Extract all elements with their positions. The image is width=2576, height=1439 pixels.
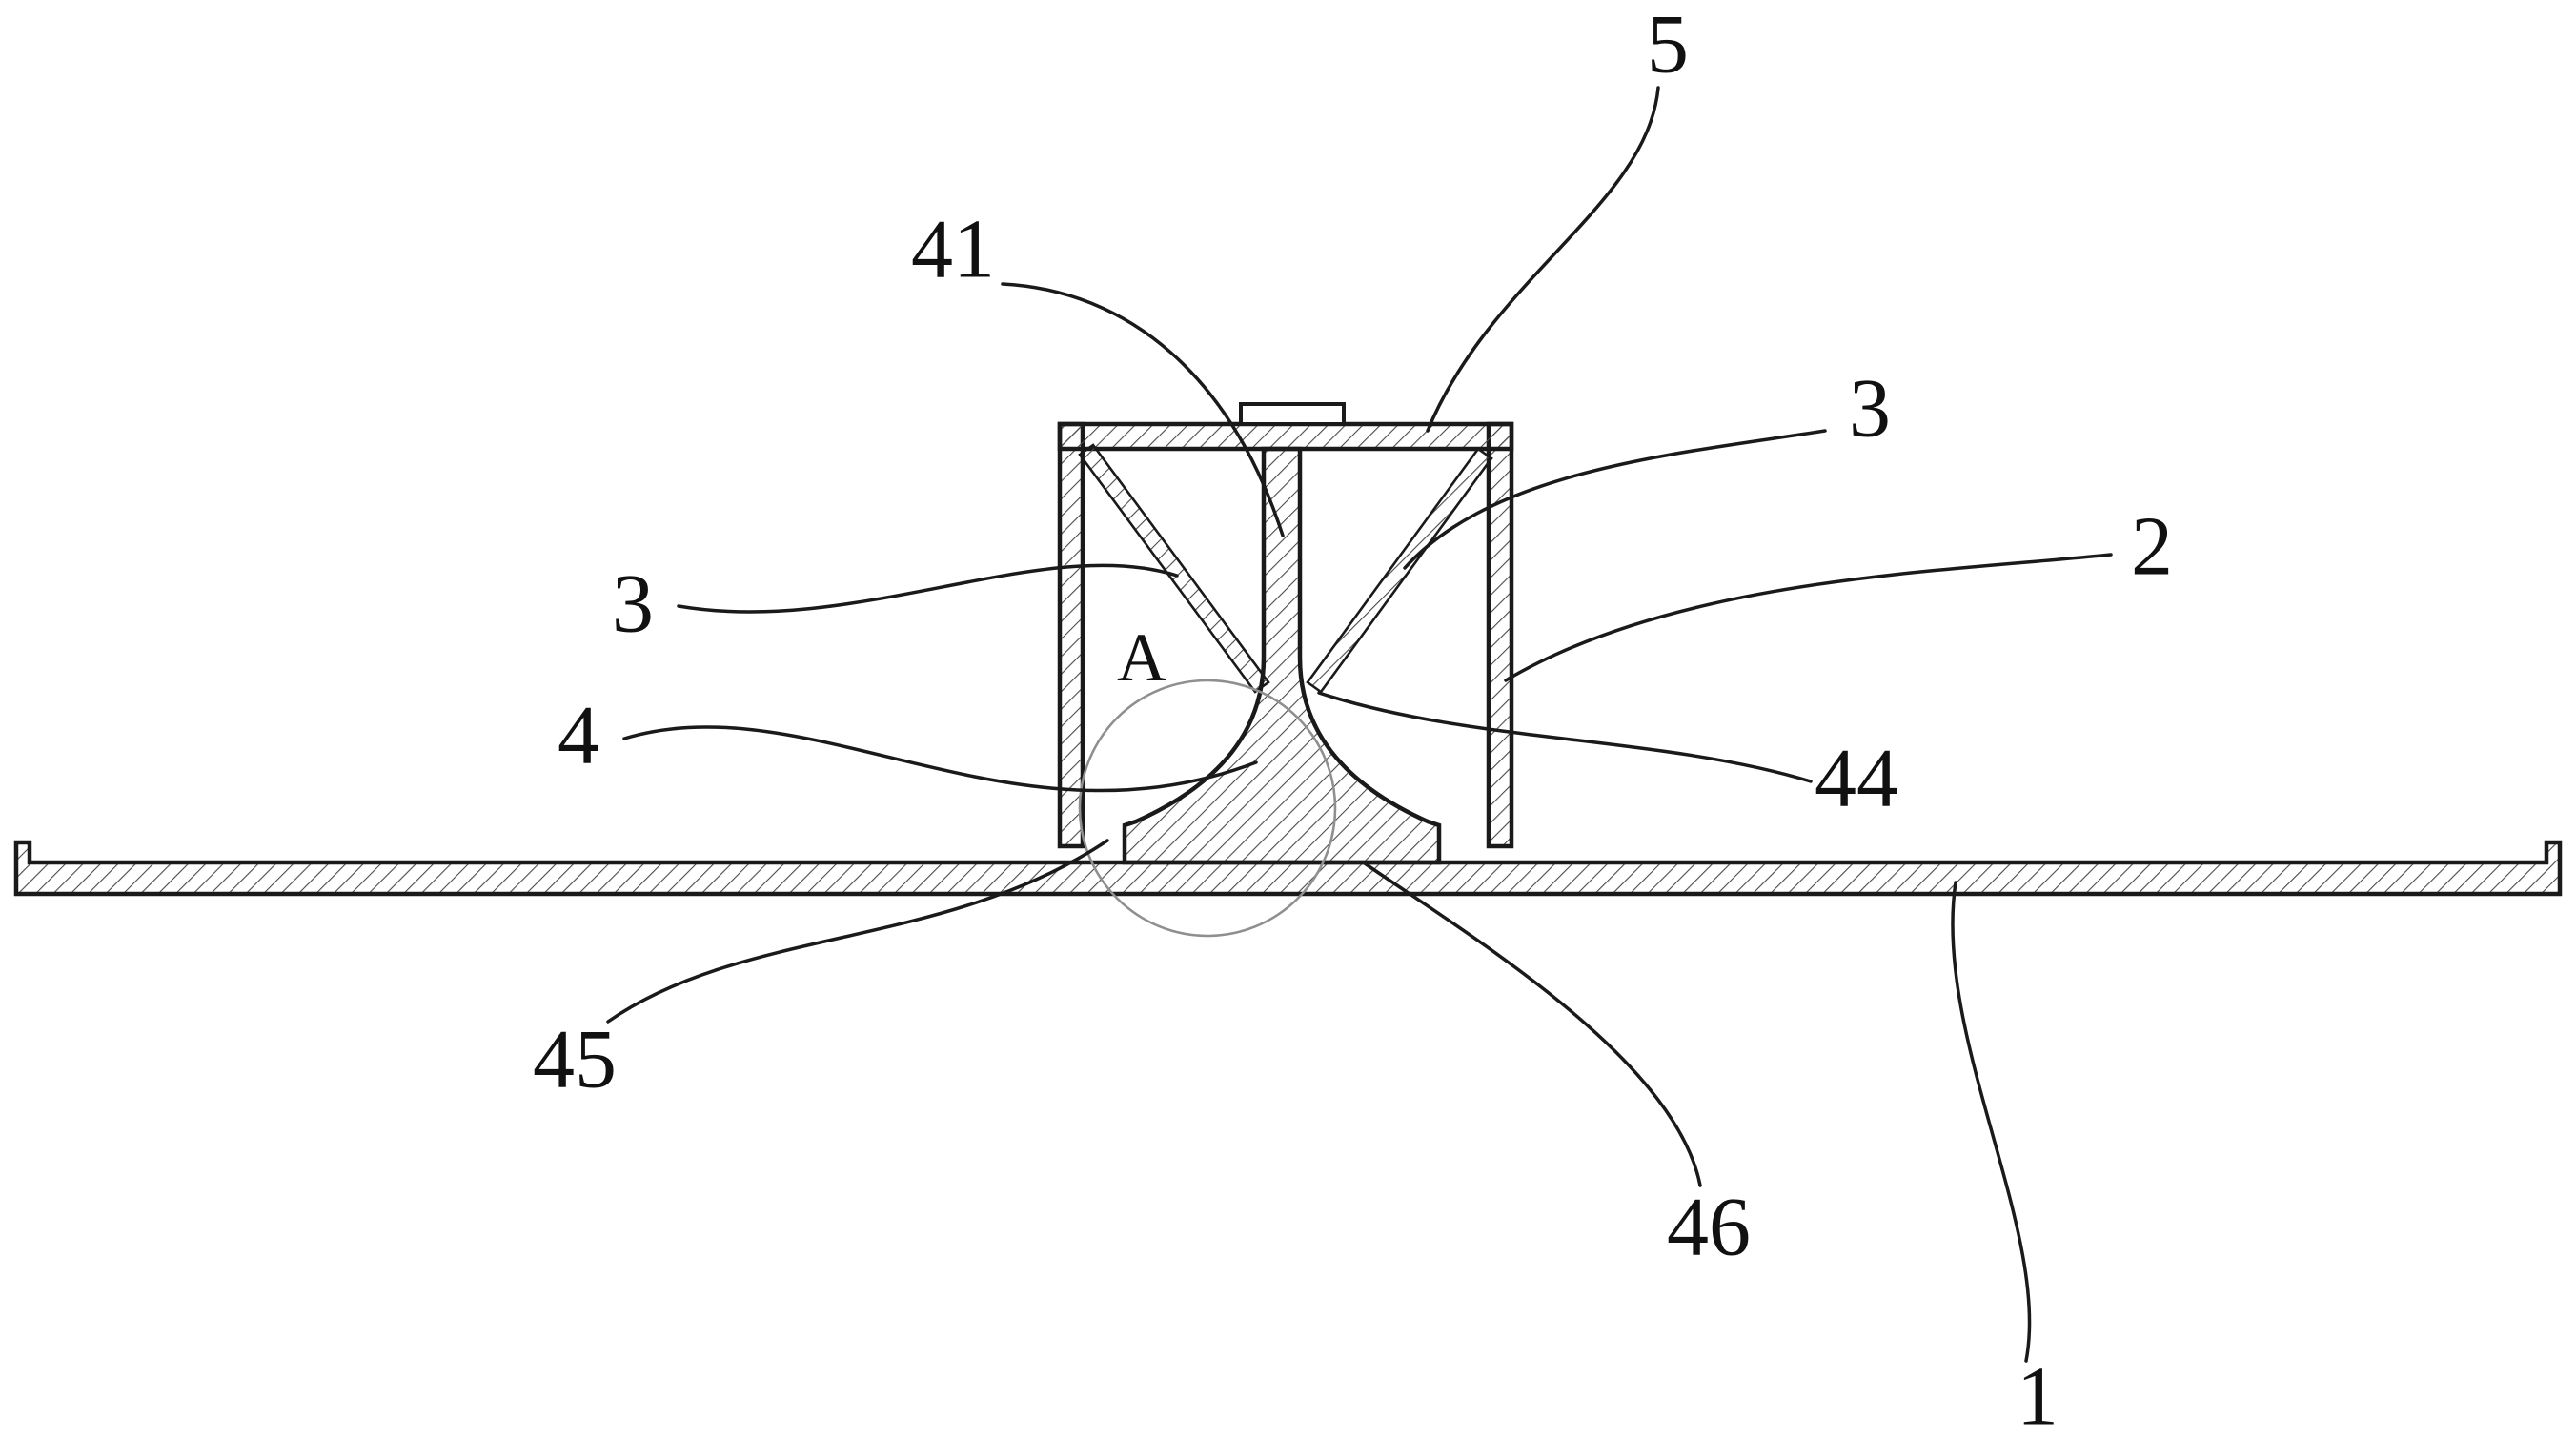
- label-3-left: 3: [612, 558, 654, 651]
- label-46: 46: [1667, 1182, 1751, 1274]
- label-5: 5: [1647, 0, 1689, 91]
- base-plate: [13, 840, 2563, 897]
- brace-left: [1078, 443, 1270, 694]
- leader-line-5: [1426, 86, 1660, 433]
- label-45: 45: [533, 1014, 617, 1106]
- leader-line-46: [1363, 861, 1702, 1187]
- housing-right-wall: [1486, 421, 1514, 849]
- brace-right: [1306, 447, 1493, 694]
- leader-line-3-left: [677, 563, 1179, 614]
- label-1: 1: [2017, 1351, 2059, 1439]
- label-3-right: 3: [1849, 363, 1891, 456]
- detail-circle-a: [1078, 679, 1337, 938]
- leader-line-45: [606, 839, 1109, 1024]
- leader-line-2: [1504, 553, 2113, 682]
- label-2: 2: [2131, 501, 2173, 594]
- leader-line-44: [1317, 691, 1813, 783]
- label-44: 44: [1815, 733, 1898, 825]
- leader-line-41: [1001, 282, 1285, 537]
- top-boss: [1239, 402, 1346, 426]
- stem-and-foot: [1122, 446, 1442, 865]
- leader-line-1: [1951, 881, 2032, 1363]
- label-41: 41: [911, 204, 995, 296]
- label-detail-a: A: [1117, 619, 1166, 696]
- label-4: 4: [558, 690, 599, 782]
- housing-top-wall: [1057, 421, 1514, 452]
- leader-line-3-right: [1403, 429, 1827, 570]
- housing-left-wall: [1057, 421, 1085, 849]
- leader-line-4: [622, 725, 1258, 793]
